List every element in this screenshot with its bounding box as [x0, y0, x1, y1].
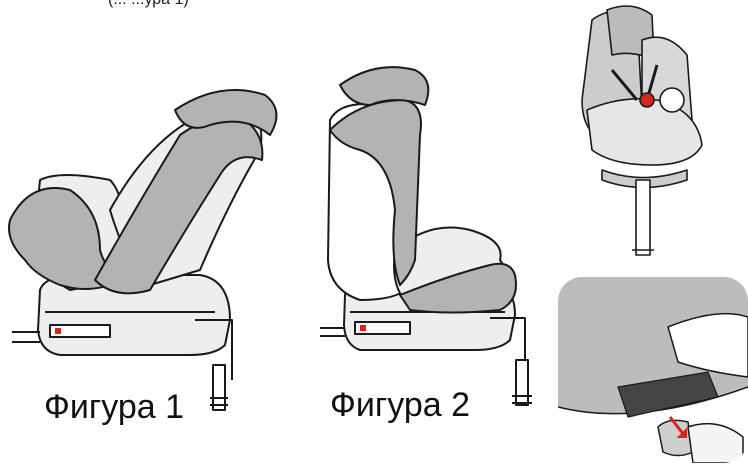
figure-2-upright-seat — [300, 60, 560, 420]
top-caption-fragment: (... ...ура 1) — [108, 0, 189, 9]
figure-1-reclined-seat — [0, 80, 300, 420]
figure-2-caption: Фигура 2 — [330, 386, 470, 425]
release-button-closeup — [558, 277, 748, 468]
figure-1-caption: Фигура 1 — [44, 388, 184, 427]
seat-with-harness-illustration — [562, 0, 712, 270]
